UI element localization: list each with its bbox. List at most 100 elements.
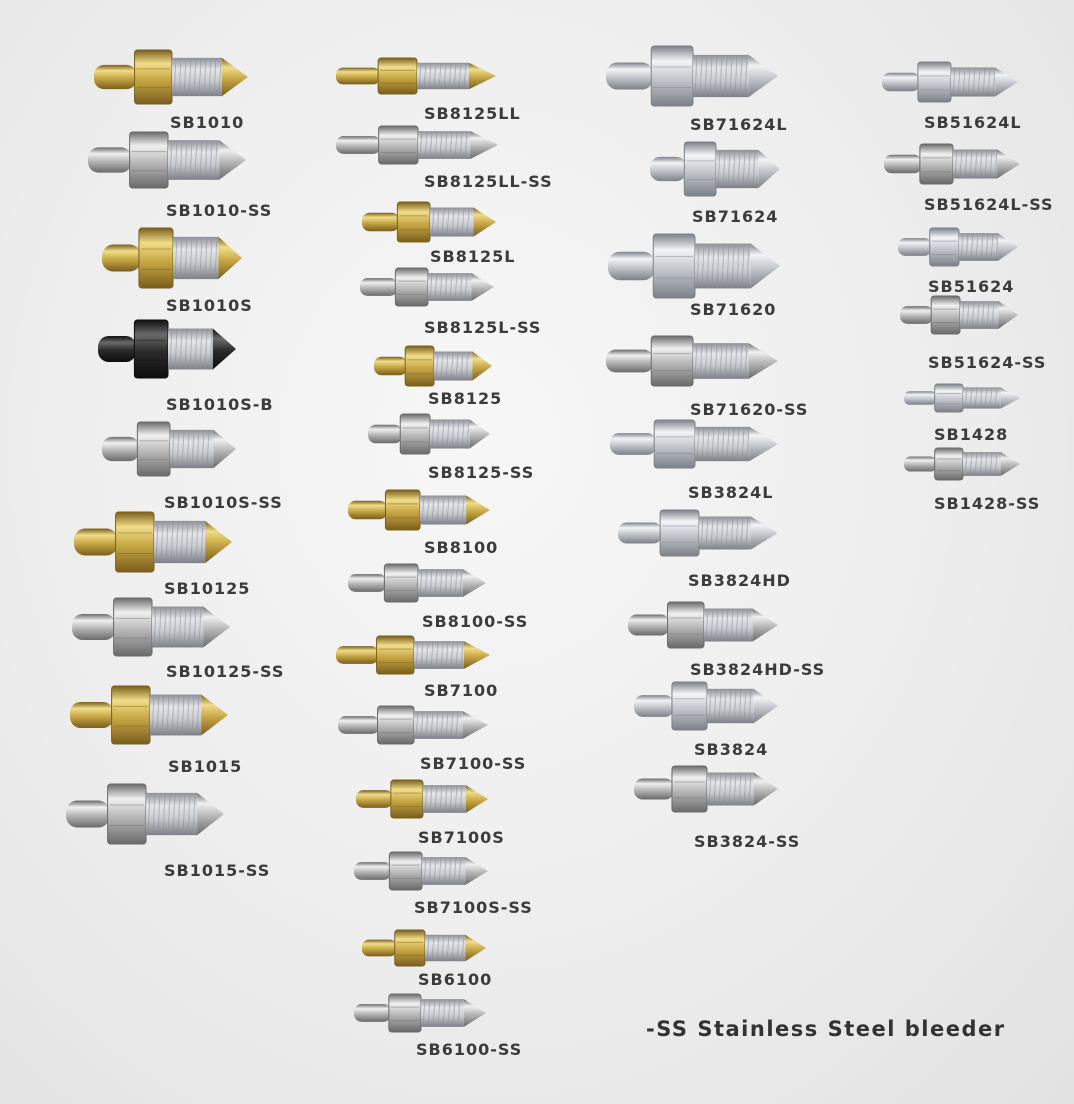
cone-tip <box>219 140 246 180</box>
bleeder-screw-sb8125ll <box>336 57 496 95</box>
hex-body <box>934 383 964 413</box>
hex-body <box>917 61 952 103</box>
cone-tip <box>463 641 490 669</box>
cone-tip <box>473 207 496 237</box>
hex-body <box>376 635 415 675</box>
hex-body <box>134 49 173 105</box>
bleeder-screw-sb8100 <box>348 489 490 531</box>
nipple-part <box>650 156 687 182</box>
nipple-part <box>336 67 381 85</box>
cone-tip <box>753 688 778 724</box>
bleeder-screw-sb71624 <box>650 141 780 197</box>
nipple-part <box>634 778 674 800</box>
nipple-part <box>608 251 656 281</box>
cone-tip <box>750 516 778 550</box>
cone-tip <box>998 233 1018 261</box>
bleeder-screw-sb51624 <box>898 227 1018 267</box>
cone-tip <box>753 772 778 806</box>
hex-body <box>650 335 694 387</box>
part-number-label: SB8125 <box>428 389 503 408</box>
cone-tip <box>462 711 488 739</box>
hex-body <box>396 201 431 243</box>
nipple-part <box>66 800 110 828</box>
cone-tip <box>218 236 242 280</box>
bleeder-screw-sb51624-ss <box>900 295 1018 335</box>
nipple-part <box>904 456 937 472</box>
nipple-part <box>72 613 116 641</box>
part-number-label: SB71624L <box>690 115 788 134</box>
part-number-label: SB8100 <box>424 538 499 557</box>
bleeder-screw-sb3824-ss <box>634 765 778 813</box>
nipple-part <box>634 695 674 717</box>
part-number-label: SB71620-SS <box>690 400 809 419</box>
part-number-label: SB51624L <box>924 113 1022 132</box>
thread-section <box>425 934 466 962</box>
part-number-label: SB8125L-SS <box>424 318 542 337</box>
bleeder-screw-sb10125-ss <box>72 597 230 657</box>
hex-body <box>667 601 705 649</box>
bleeder-screw-sb71620 <box>608 233 780 299</box>
bleeder-screw-sb1010 <box>94 49 248 105</box>
part-number-label: SB51624L-SS <box>924 195 1054 214</box>
bleeder-screw-sb1015-ss <box>66 783 224 845</box>
nipple-part <box>88 147 132 173</box>
bleeder-screw-sb8125 <box>374 345 492 387</box>
part-number-label: SB8100-SS <box>422 612 529 631</box>
part-number-label: SB1428 <box>934 425 1009 444</box>
bleeder-screw-sb3824hd <box>618 509 778 557</box>
bleeder-screw-sb10125 <box>74 511 232 573</box>
part-number-label: SB1010S <box>166 296 253 315</box>
cone-tip <box>995 67 1018 97</box>
hex-body <box>652 233 696 299</box>
part-number-label: SB7100-SS <box>420 754 527 773</box>
nipple-part <box>606 62 654 90</box>
nipple-part <box>70 701 114 729</box>
nipple-part <box>348 500 388 520</box>
hex-body <box>653 419 696 469</box>
bleeder-screw-sb8125-ss <box>368 413 490 455</box>
part-number-label: SB8125L <box>430 247 516 266</box>
cone-tip <box>203 606 230 648</box>
nipple-part <box>610 433 657 455</box>
bleeder-screw-sb6100-ss <box>354 993 486 1033</box>
nipple-part <box>362 939 397 957</box>
part-number-label: SB3824L <box>688 483 774 502</box>
cone-tip <box>758 149 780 189</box>
nipple-part <box>362 212 400 232</box>
hex-body <box>136 421 171 477</box>
bleeder-screw-sb3824hd-ss <box>628 601 778 649</box>
cone-tip <box>197 792 224 836</box>
cone-tip <box>1000 452 1020 476</box>
hex-body <box>683 141 717 197</box>
hex-body <box>659 509 700 557</box>
nipple-part <box>374 356 408 376</box>
cone-tip <box>465 857 488 885</box>
hex-body <box>388 851 423 891</box>
part-number-label: SB71624 <box>692 207 779 226</box>
part-number-label: SB51624-SS <box>928 353 1047 372</box>
part-number-label: SB7100S-SS <box>414 898 533 917</box>
bleeder-screw-sb1428-ss <box>904 447 1020 481</box>
nipple-part <box>368 424 403 444</box>
thread-section <box>423 785 466 813</box>
cone-tip <box>748 54 778 98</box>
nipple-part <box>900 306 934 324</box>
bleeder-screw-sb1010s-ss <box>102 421 236 477</box>
bleeder-screw-sb1428 <box>904 383 1020 413</box>
cone-tip <box>748 343 778 379</box>
nipple-part <box>98 335 137 363</box>
nipple-part <box>356 790 393 808</box>
bleeder-screw-sb1010s-b <box>98 319 236 379</box>
hex-body <box>377 705 415 745</box>
cone-tip <box>466 495 490 525</box>
hex-body <box>377 57 418 95</box>
bleeder-screw-sb8125l <box>362 201 496 243</box>
part-number-label: SB1015-SS <box>164 861 271 880</box>
bleeder-screw-sb3824l <box>610 419 778 469</box>
bleeder-screw-sb7100s <box>356 779 488 819</box>
hex-body <box>399 413 431 455</box>
nipple-part <box>628 614 670 636</box>
bleeder-screw-sb7100 <box>336 635 490 675</box>
part-number-label: SB10125 <box>164 579 251 598</box>
